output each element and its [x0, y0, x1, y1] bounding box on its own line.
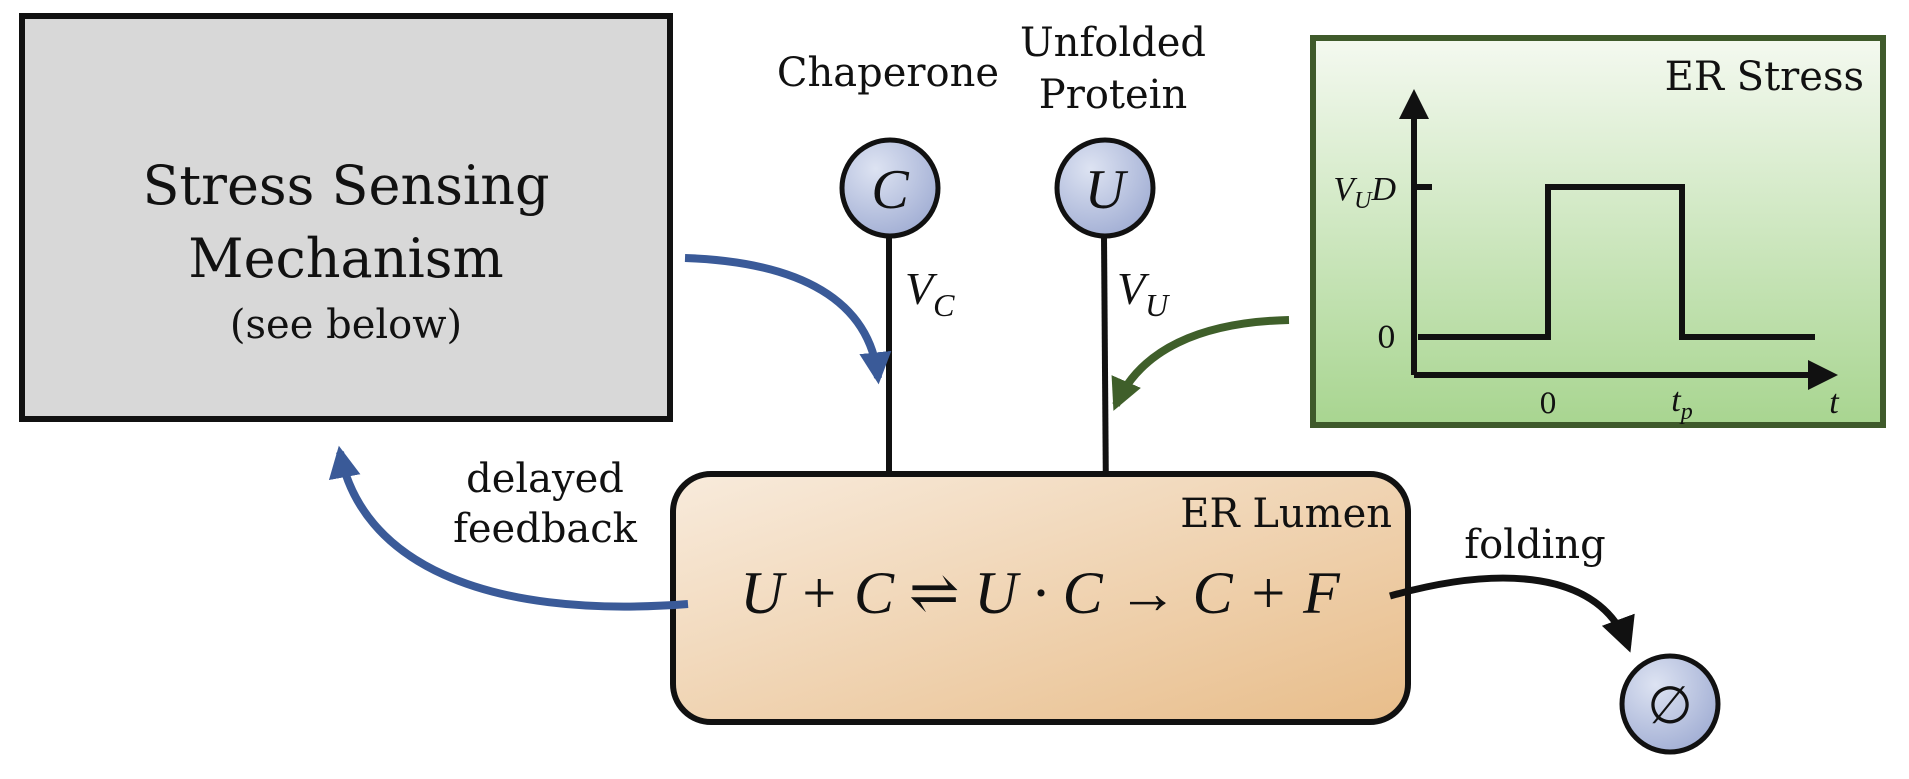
x-tick-zero-label: 0 — [1539, 387, 1557, 420]
er-stress-title: ER Stress — [1665, 54, 1864, 100]
folding-arrow — [1389, 574, 1635, 653]
y-tick-high-tail: D — [1370, 171, 1396, 208]
rate-vc-label: VC — [905, 263, 955, 323]
folding-label: folding — [1464, 522, 1605, 568]
unfolded-symbol: U — [1085, 159, 1129, 221]
unfolded-influx-arrow — [1090, 235, 1121, 509]
x-tick-tp-sub: p — [1679, 399, 1693, 425]
null-node: ∅ — [1619, 653, 1721, 755]
er-lumen-title: ER Lumen — [1180, 491, 1392, 537]
stress-pulse-line — [1418, 184, 1815, 340]
null-circle — [1619, 653, 1721, 755]
er-lumen-rect — [670, 471, 1411, 725]
rate-vu-main: V — [1117, 263, 1150, 314]
rate-vc-sub: C — [933, 287, 955, 323]
feedback-label-line2: feedback — [453, 506, 638, 552]
rate-vc-main: V — [905, 263, 938, 314]
er-lumen-box: ER Lumen U + C ⇌ U · C → C + F — [670, 471, 1411, 725]
delayed-feedback-arrow — [328, 445, 689, 611]
feedback-label-line1: delayed — [466, 456, 624, 502]
chaperone-symbol: C — [871, 159, 909, 221]
rate-vu-sub: U — [1145, 287, 1170, 323]
x-tick-tp-main: t — [1671, 382, 1682, 419]
y-tick-low-label: 0 — [1377, 321, 1396, 356]
rate-vu-label: VU — [1117, 263, 1170, 323]
unfolded-label-line2: Protein — [1039, 72, 1187, 118]
chaperone-node: Chaperone C — [777, 50, 999, 239]
chaperone-label: Chaperone — [777, 50, 999, 96]
sensing-title-line1: Stress Sensing — [142, 154, 549, 217]
sensing-title-line2: Mechanism — [188, 227, 503, 290]
null-symbol: ∅ — [1647, 676, 1692, 736]
unfolded-protein-node: Unfolded Protein U — [1020, 20, 1206, 239]
sensing-subtitle: (see below) — [230, 302, 462, 348]
x-tick-tp-label: tp — [1671, 382, 1692, 425]
stress-sensing-rect — [19, 13, 673, 422]
y-tick-high-sub: U — [1354, 188, 1373, 214]
stress-sensing-box: Stress Sensing Mechanism (see below) — [19, 13, 673, 422]
stress-input-arrow-green — [1111, 316, 1290, 411]
reaction-equation: U + C ⇌ U · C → C + F — [740, 560, 1341, 626]
x-axis-label: t — [1829, 384, 1840, 421]
unfolded-label-line1: Unfolded — [1020, 20, 1206, 66]
er-stress-panel: ER Stress VUD 0 0 tp t — [1310, 35, 1886, 428]
regulation-arrow-blue — [684, 254, 892, 385]
